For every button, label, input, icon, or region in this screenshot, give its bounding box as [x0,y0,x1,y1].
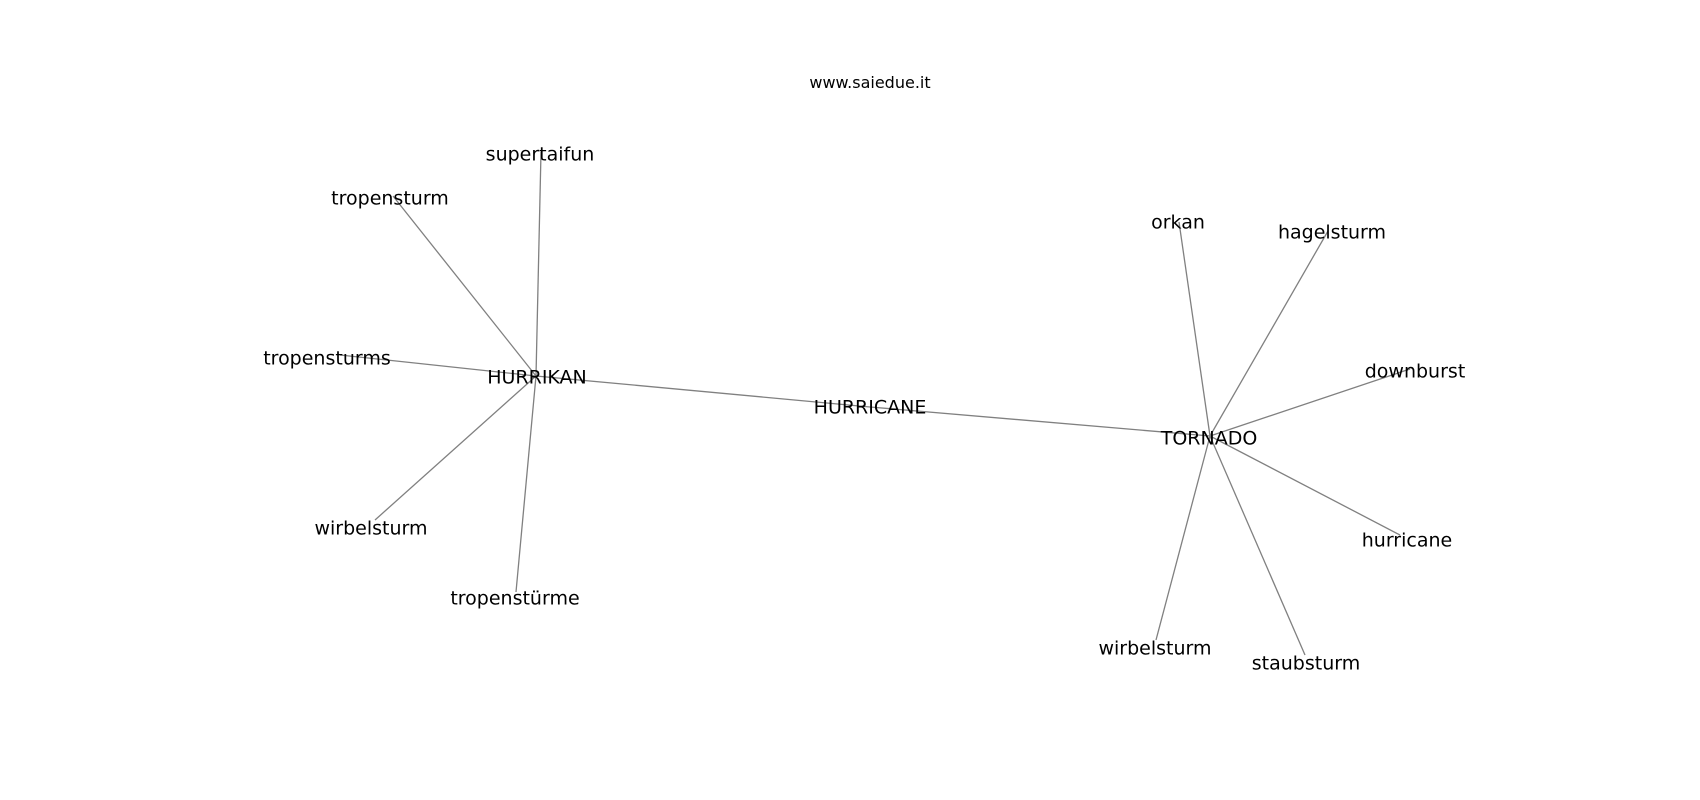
node-label-downburst: downburst [1365,361,1466,383]
edge-tornado-hurricane_small [1209,435,1401,536]
nodes-layer: HURRICANE HURRIKAN TORNADO supertaifun trope… [263,144,1465,675]
edges-layer [339,151,1411,656]
node-label-orkan: orkan [1151,212,1205,234]
node-label-tropensturm: tropensturm [331,188,449,210]
edge-hurrikan-tropenstuerme [515,375,537,593]
node-label-hurricane_main: HURRICANE [814,397,927,419]
node-label-tropensturms: tropensturms [263,348,391,370]
edge-hurrikan-hurricane_main [535,375,871,408]
edge-hurrikan-tropensturm [392,195,537,377]
node-label-wirbelsturm_2: wirbelsturm [1098,638,1211,660]
node-label-tropenstuerme: tropenstürme [450,588,579,610]
node-label-wirbelsturm_1: wirbelsturm [314,518,427,540]
node-label-hurricane_small: hurricane [1362,530,1452,552]
node-label-hurrikan: HURRIKAN [487,367,587,389]
edge-hurrikan-wirbelsturm_1 [374,375,537,521]
edge-hurrikan-tropensturms [339,354,537,377]
edge-hurrikan-supertaifun [535,151,542,377]
edge-tornado-downburst [1209,368,1411,437]
node-label-tornado: TORNADO [1160,428,1258,450]
node-label-staubsturm: staubsturm [1252,653,1360,675]
site-url-label: www.saiedue.it [809,73,930,92]
edge-tornado-staubsturm [1209,435,1306,656]
edge-tornado-hagelsturm [1209,230,1329,437]
node-label-supertaifun: supertaifun [486,144,595,166]
edge-tornado-wirbelsturm_2 [1155,435,1211,641]
node-label-hagelsturm: hagelsturm [1278,222,1386,244]
edge-hurricane_main-tornado [869,406,1211,437]
edge-tornado-orkan [1178,221,1211,437]
